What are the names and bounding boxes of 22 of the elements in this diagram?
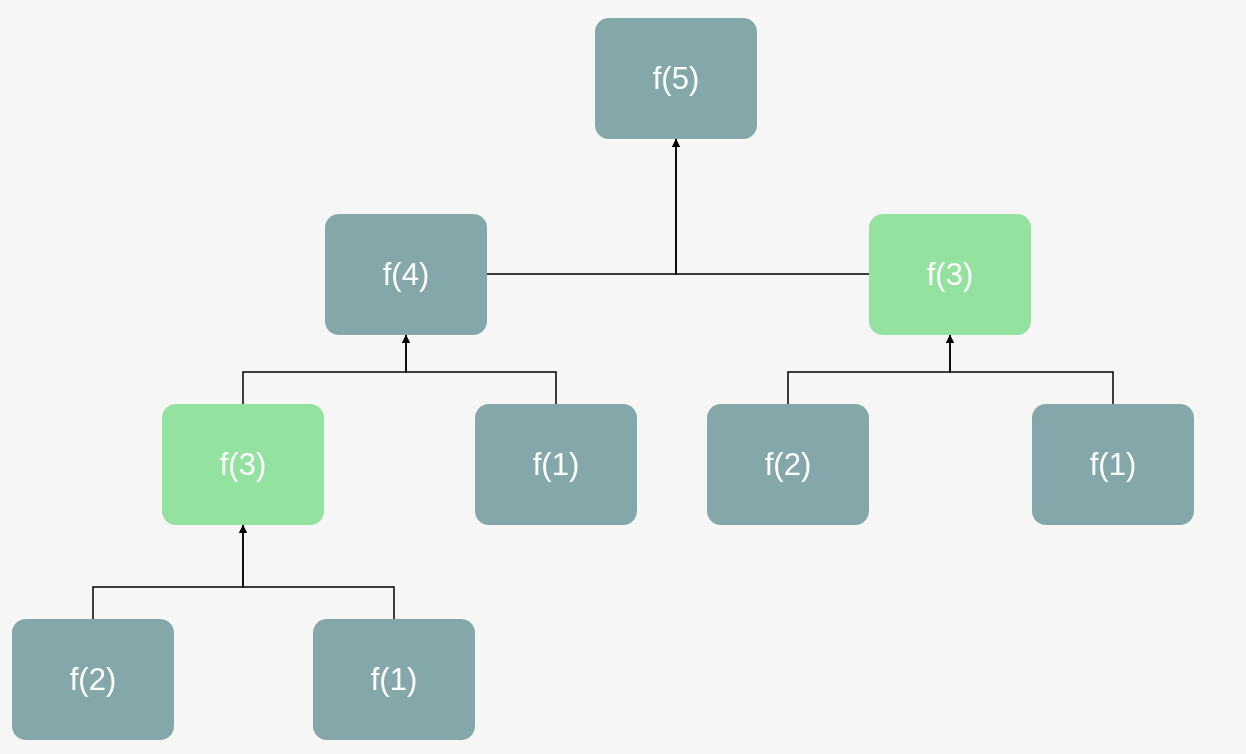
function-call-box xyxy=(162,404,324,525)
function-call-box xyxy=(313,619,475,740)
call-label: f(1) xyxy=(532,446,580,483)
connector-arrow xyxy=(239,524,395,620)
call-label: f(1) xyxy=(370,661,418,698)
call-label: f(2) xyxy=(764,446,812,483)
connector-arrow xyxy=(672,138,870,275)
function-call-box xyxy=(1032,404,1194,525)
call-label: f(1) xyxy=(1089,446,1137,483)
call-label: f(5) xyxy=(652,60,700,97)
function-call-box xyxy=(475,404,637,525)
connector-arrow xyxy=(946,334,1114,405)
call-label: f(3) xyxy=(926,256,974,293)
call-label: f(2) xyxy=(69,661,117,698)
function-call-box xyxy=(12,619,174,740)
call-label: f(3) xyxy=(219,446,267,483)
function-call-box xyxy=(595,18,757,139)
function-call-box xyxy=(325,214,487,335)
connector-arrow xyxy=(402,334,557,405)
function-call-box xyxy=(869,214,1031,335)
function-call-box xyxy=(707,404,869,525)
call-label: f(4) xyxy=(382,256,430,293)
